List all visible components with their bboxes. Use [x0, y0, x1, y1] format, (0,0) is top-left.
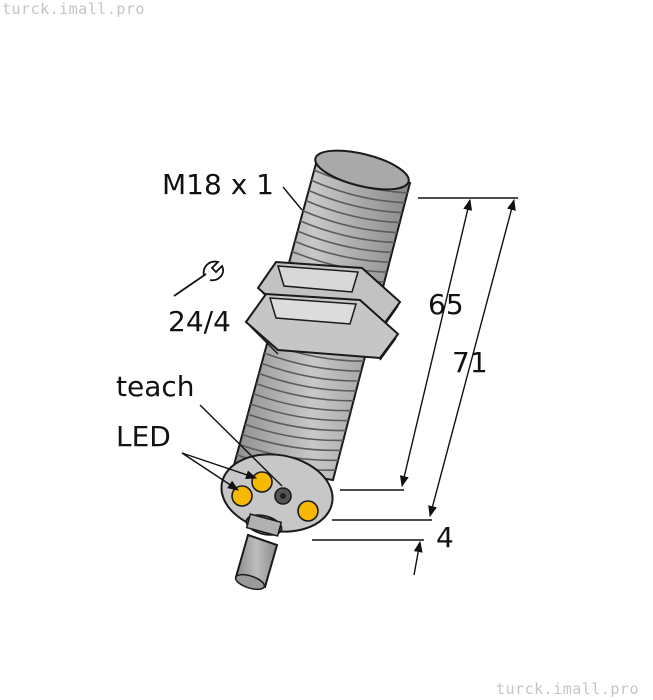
- thread-ring: [261, 362, 359, 382]
- thread-ring: [297, 230, 393, 254]
- dimension-4-label: 4: [436, 521, 454, 554]
- led-leader-line-1: [181, 452, 258, 480]
- thread-ring: [255, 382, 354, 402]
- thread-ring: [258, 372, 357, 392]
- teach-label: teach: [116, 370, 195, 403]
- thread-ring: [244, 423, 344, 442]
- dim-line-65: [399, 198, 473, 488]
- led-left: [231, 485, 253, 507]
- thread-ring: [242, 433, 341, 452]
- dim-line-4: [413, 540, 423, 576]
- thread-label: M18 x 1: [162, 168, 274, 201]
- thread-ring: [311, 179, 405, 204]
- wrench-icon: [173, 260, 224, 297]
- thread-ring: [264, 352, 362, 372]
- thread-ring: [300, 220, 395, 244]
- teach-button: [274, 487, 292, 505]
- led-right: [297, 500, 319, 522]
- thread-ring: [250, 403, 349, 422]
- thread-ring: [247, 413, 346, 432]
- teach-leader-line: [199, 404, 283, 487]
- thread-ring: [253, 393, 351, 412]
- thread-leader-line: [282, 186, 303, 211]
- led-leader-line-2: [181, 452, 239, 491]
- led-label: LED: [116, 420, 171, 453]
- wrench-size-label: 24/4: [168, 305, 231, 338]
- thread-ring: [302, 210, 398, 234]
- led-top: [251, 471, 273, 493]
- watermark-bottom: turck.imall.pro: [496, 680, 639, 698]
- thread-ring: [308, 189, 403, 214]
- dimension-71-label: 71: [452, 346, 488, 379]
- thread-ring: [294, 240, 390, 263]
- hex-nut-lower: [244, 292, 400, 361]
- thread-ring: [305, 199, 400, 224]
- sensor-cable: [234, 533, 279, 591]
- dimension-65-label: 65: [428, 288, 464, 321]
- dim-line-71: [428, 198, 516, 518]
- watermark-top: turck.imall.pro: [2, 0, 145, 18]
